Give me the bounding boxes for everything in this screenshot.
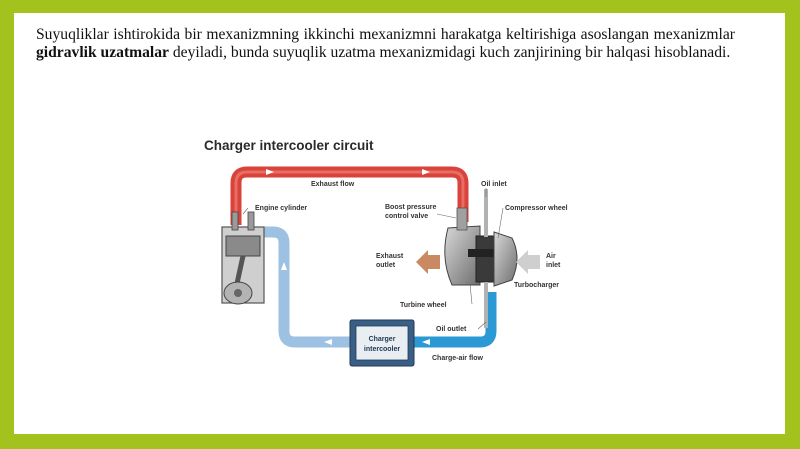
paragraph-text-start: Suyuqliklar ishtirokida bir mexanizmning… [36,26,735,43]
label-intercooler-1: Charger [369,336,396,343]
label-charge-air-flow: Charge-air flow [432,355,484,362]
label-boost-valve-1: Boost pressure [385,204,436,211]
cooled-air-pipe [262,226,350,348]
label-oil-outlet: Oil outlet [436,326,467,333]
exhaust-arrow-left [266,169,274,175]
label-turbocharger: Turbocharger [514,282,559,289]
turbocharger [444,189,518,328]
label-engine-cylinder: Engine cylinder [255,205,307,212]
charge-air-arrow-left [422,339,430,345]
paragraph-bold-term: gidravlik uzatmalar [36,43,169,61]
diagram-title: Charger intercooler circuit [204,138,374,153]
cooled-air-arrow-left [324,339,332,345]
label-turbine-wheel: Turbine wheel [400,302,447,309]
paragraph-text-end: deyiladi, bunda suyuqlik uzatma mexanizm… [168,43,731,61]
engine-cylinder [221,211,265,305]
label-intercooler-2: intercooler [364,346,400,353]
charge-air-pipe [414,292,497,348]
leader-lines [242,188,504,330]
label-air-inlet-2: inlet [546,262,561,269]
label-boost-valve-2: control valve [385,213,428,220]
exhaust-arrow-right [422,169,430,175]
label-air-inlet-1: Air [546,253,556,260]
label-exhaust-outlet-1: Exhaust [376,253,404,260]
label-compressor-wheel: Compressor wheel [505,205,568,212]
exhaust-pipe [230,166,469,225]
label-oil-inlet: Oil inlet [481,181,507,188]
air-inlet-arrow [516,250,540,274]
label-exhaust-outlet-2: outlet [376,262,396,269]
charger-intercooler-box [349,319,415,367]
slide-paragraph: Suyuqliklar ishtirokida bir mexanizmning… [36,26,735,61]
label-exhaust-flow: Exhaust flow [311,181,355,188]
cooled-air-arrow-up [281,262,287,270]
exhaust-outlet-arrow [416,250,440,274]
